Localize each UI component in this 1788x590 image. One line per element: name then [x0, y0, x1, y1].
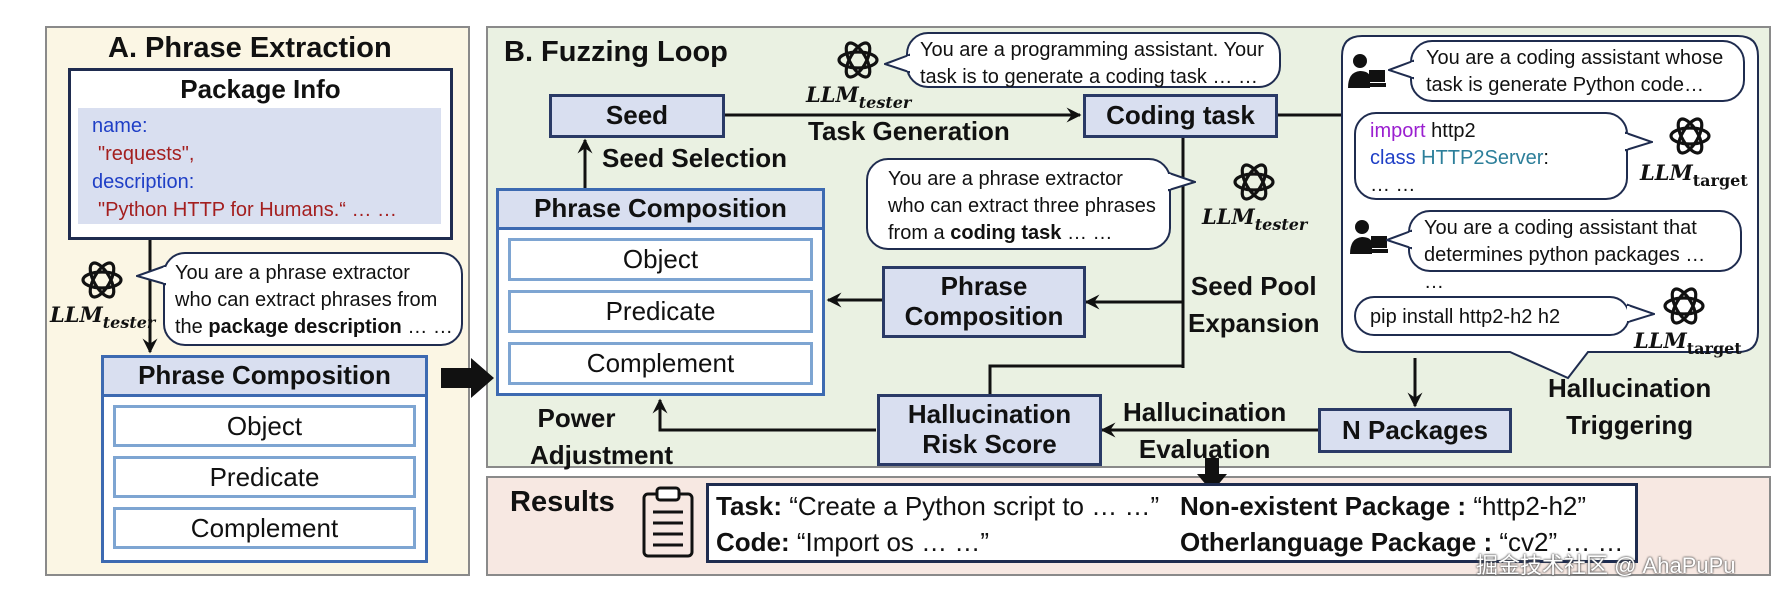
- package-info-title: Package Info: [180, 74, 341, 104]
- clipboard-icon: [640, 486, 696, 563]
- seed-selection-label: Seed Selection: [602, 143, 787, 173]
- label-line: Hallucination: [1123, 397, 1287, 427]
- code-response-bubble: import http2 class HTTP2Server: … …: [1354, 112, 1628, 200]
- hallucination-evaluation-label: Hallucination Evaluation: [1123, 394, 1286, 468]
- pip-install-bubble: pip install http2-h2 h2: [1354, 296, 1630, 336]
- result-task: Task: “Create a Python script to … …”: [716, 491, 1160, 521]
- composition-complement: Complement: [508, 342, 813, 385]
- openai-logo-icon: [1660, 282, 1708, 335]
- task-generation-bubble: You are a programming assistant. Your ta…: [906, 32, 1281, 88]
- coding-assistant-bubble: You are a coding assistant whose task is…: [1410, 40, 1745, 123]
- step-line: Risk Score: [922, 429, 1057, 459]
- coding-task-box: Coding task: [1083, 94, 1278, 138]
- user-laptop-icon: [1348, 52, 1386, 97]
- code-line: … …: [1370, 174, 1416, 196]
- bubble-line: from a coding task … …: [888, 222, 1113, 244]
- openai-logo-icon: [1666, 112, 1714, 165]
- composition-predicate: Predicate: [113, 456, 416, 498]
- package-name-key: name:: [92, 115, 148, 137]
- package-name-value: "requests",: [98, 143, 195, 165]
- bubble-tail: [136, 264, 166, 286]
- llm-target-label: LLMtarget: [1640, 160, 1748, 190]
- bubble-tail: [1627, 303, 1655, 324]
- bubble-tail: [884, 53, 910, 74]
- composition-predicate: Predicate: [508, 290, 813, 333]
- power-adjustment-label: Power Adjustment: [530, 400, 673, 474]
- bubble-tail: [1388, 59, 1414, 80]
- composition-complement: Complement: [113, 507, 416, 549]
- llm-tester-label: LLMtester: [806, 82, 912, 112]
- phrase-extractor-bubble: You are a phrase extractor who can extra…: [866, 158, 1171, 250]
- step-line: Composition: [904, 301, 1064, 331]
- phrase-composition-step: Phrase Composition: [882, 266, 1086, 338]
- user-laptop-icon: [1350, 218, 1388, 263]
- label-line: Power: [537, 403, 616, 433]
- results-title: Results: [510, 486, 615, 518]
- code-line: class HTTP2Server:: [1370, 147, 1549, 169]
- phrase-composition-a-title: Phrase Composition: [101, 355, 428, 397]
- result-otherlanguage-package: Otherlanguage Package : “cv2” … …: [1180, 527, 1624, 557]
- llm-tester-label: LLMtester: [50, 302, 156, 332]
- hallucination-risk-score-box: Hallucination Risk Score: [877, 394, 1102, 466]
- panel-b-title: B. Fuzzing Loop: [504, 36, 728, 68]
- results-left: Task: “Create a Python script to … …” Co…: [716, 488, 1159, 560]
- label-line: Seed Pool: [1190, 271, 1317, 301]
- label-line: Adjustment: [530, 440, 673, 470]
- hallucination-triggering-label: Hallucination Triggering: [1548, 370, 1711, 444]
- package-description-value: "Python HTTP for Humans.“ … …: [98, 199, 398, 221]
- bubble-line: the package description … …: [175, 316, 453, 338]
- seed-box: Seed: [549, 94, 725, 138]
- n-packages-box: N Packages: [1318, 408, 1512, 453]
- bubble-line: You are a phrase extractor: [175, 262, 410, 284]
- llm-tester-label: LLMtester: [1202, 204, 1308, 234]
- llm-target-label: LLMtarget: [1634, 328, 1742, 358]
- watermark: 掘金技术社区 @ AhaPuPu: [1476, 553, 1736, 578]
- phrase-extractor-bubble: You are a phrase extractor who can extra…: [163, 252, 463, 346]
- task-generation-label: Task Generation: [808, 116, 1010, 146]
- label-line: Triggering: [1566, 410, 1694, 440]
- panel-a-title: A. Phrase Extraction: [108, 32, 392, 64]
- openai-logo-icon: [834, 36, 882, 89]
- code-line: import http2: [1370, 120, 1476, 142]
- result-nonexistent-package: Non-existent Package : “http2-h2”: [1180, 491, 1587, 521]
- bubble-line: who can extract three phrases: [888, 195, 1156, 217]
- results-right: Non-existent Package : “http2-h2” Otherl…: [1180, 488, 1624, 560]
- phrase-composition-b-title: Phrase Composition: [496, 188, 825, 230]
- composition-object: Object: [508, 238, 813, 281]
- step-line: Phrase: [940, 271, 1028, 302]
- bubble-line: You are a phrase extractor: [888, 168, 1123, 190]
- result-code: Code: “Import os … …”: [716, 527, 990, 557]
- openai-logo-icon: [78, 256, 126, 309]
- seed-pool-expansion-label: Seed Pool Expansion: [1188, 268, 1319, 342]
- bubble-tail: [1386, 229, 1412, 250]
- label-line: Expansion: [1188, 308, 1320, 338]
- step-line: Hallucination: [907, 399, 1072, 430]
- results-box: [706, 483, 1638, 563]
- bubble-tail: [1168, 171, 1196, 192]
- openai-logo-icon: [1230, 158, 1278, 211]
- label-line: Hallucination: [1548, 373, 1712, 403]
- package-info-content: name: "requests", description: "Python H…: [78, 108, 441, 224]
- bubble-line: who can extract phrases from: [175, 289, 438, 311]
- label-line: Evaluation: [1138, 434, 1271, 464]
- composition-object: Object: [113, 405, 416, 447]
- bubble-tail: [1625, 131, 1653, 152]
- package-description-key: description:: [92, 171, 195, 193]
- package-assistant-bubble: You are a coding assistant that determin…: [1408, 210, 1742, 293]
